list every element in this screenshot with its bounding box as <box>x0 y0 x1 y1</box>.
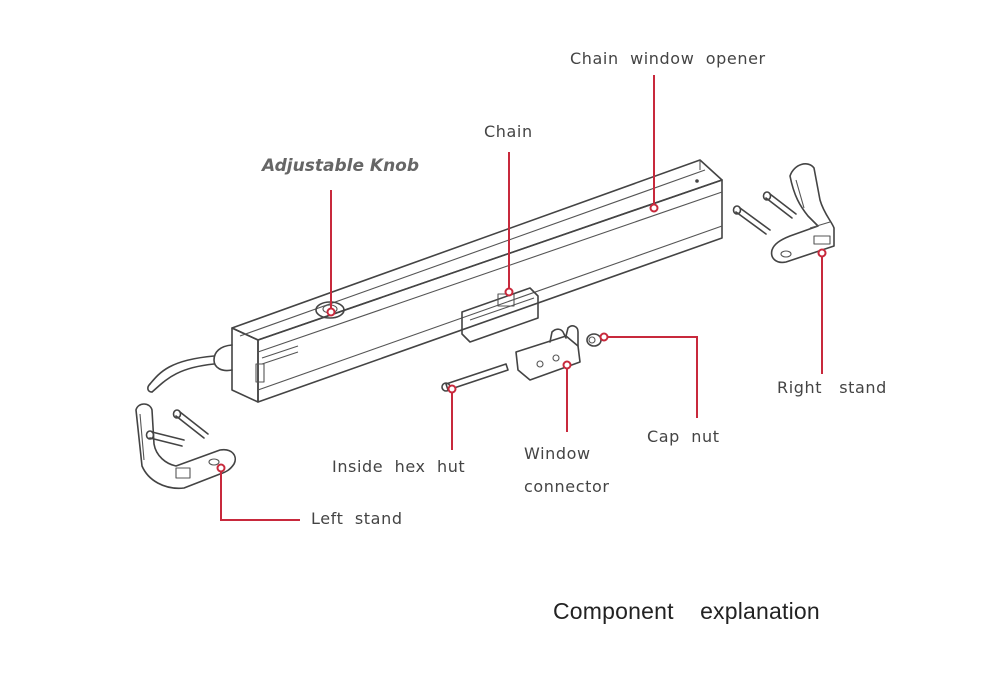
right-stand-drawing <box>732 163 835 264</box>
figure-caption: Component explanation <box>553 598 820 624</box>
label-chain-window-opener: Chain window opener <box>570 49 766 68</box>
label-cap-nut: Cap nut <box>647 427 720 446</box>
leader-lines <box>220 75 823 521</box>
label-inside-hex-hut: Inside hex hut <box>332 457 466 476</box>
leader-dots <box>216 203 827 473</box>
label-window-connector-line1: Window <box>524 444 591 463</box>
label-adjustable-knob: Adjustable Knob <box>262 156 420 176</box>
chain-window-opener-drawing <box>147 159 723 403</box>
chain-drawing <box>461 287 539 343</box>
left-stand-drawing <box>135 403 236 490</box>
leader-cap-nut <box>604 336 698 418</box>
label-right-stand: Right stand <box>777 378 887 397</box>
label-window-connector-line2: connector <box>524 477 610 496</box>
cap-nut-drawing <box>586 333 602 347</box>
label-left-stand: Left stand <box>311 509 403 528</box>
leader-left-stand <box>220 468 300 521</box>
window-connector-drawing <box>515 325 581 381</box>
label-chain: Chain <box>484 122 533 141</box>
